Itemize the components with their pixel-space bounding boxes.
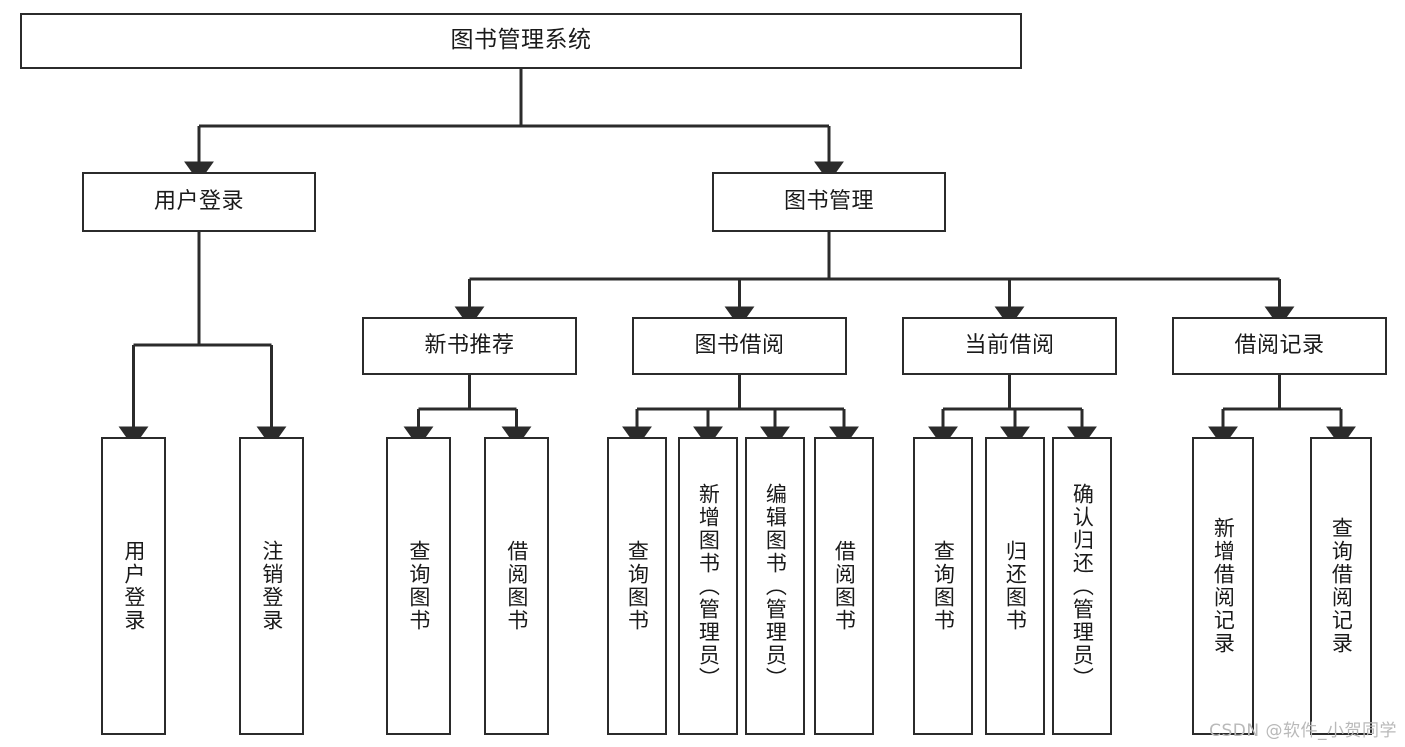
node-book-borrowing[interactable]: 图书借阅 [632, 317, 847, 375]
node-label: 当前借阅 [964, 332, 1055, 358]
node-label: 用户登录 [153, 188, 244, 214]
node-label: 借阅图书 [504, 540, 529, 632]
node-book-management[interactable]: 图书管理 [712, 172, 946, 232]
node-label: 新增图书（管理员） [696, 482, 721, 690]
node-label: 查询图书 [406, 540, 431, 632]
node-new-book-recommendation[interactable]: 新书推荐 [362, 317, 577, 375]
leaf-return-book[interactable]: 归还图书 [985, 437, 1045, 735]
node-label: 图书管理 [783, 188, 874, 214]
node-label: 借阅记录 [1234, 332, 1325, 358]
node-root-book-management-system[interactable]: 图书管理系统 [20, 13, 1022, 69]
node-label: 新增借阅记录 [1211, 517, 1236, 655]
leaf-edit-book-admin[interactable]: 编辑图书（管理员） [745, 437, 805, 735]
node-label: 用户登录 [121, 540, 146, 632]
node-label: 图书管理系统 [450, 27, 592, 54]
leaf-query-book-current[interactable]: 查询图书 [913, 437, 973, 735]
edge-path-group [118, 69, 1356, 448]
node-user-login[interactable]: 用户登录 [82, 172, 316, 232]
node-label: 借阅图书 [832, 540, 857, 632]
csdn-watermark: CSDN @软件_小贺同学 [1209, 721, 1397, 741]
node-label: 新书推荐 [424, 332, 515, 358]
leaf-query-book-recommendation[interactable]: 查询图书 [386, 437, 451, 735]
node-label: 编辑图书（管理员） [763, 482, 788, 690]
leaf-query-borrowing-record[interactable]: 查询借阅记录 [1310, 437, 1372, 735]
leaf-confirm-return-admin[interactable]: 确认归还（管理员） [1052, 437, 1112, 735]
node-label: 归还图书 [1003, 540, 1028, 632]
node-label: 确认归还（管理员） [1070, 482, 1095, 690]
node-label: 查询图书 [931, 540, 956, 632]
node-label: 查询图书 [625, 540, 650, 632]
leaf-add-borrowing-record[interactable]: 新增借阅记录 [1192, 437, 1254, 735]
leaf-user-logout[interactable]: 注销登录 [239, 437, 304, 735]
leaf-borrow-book[interactable]: 借阅图书 [814, 437, 874, 735]
node-current-borrowing[interactable]: 当前借阅 [902, 317, 1117, 375]
leaf-borrow-book-recommendation[interactable]: 借阅图书 [484, 437, 549, 735]
leaf-query-book-borrowing[interactable]: 查询图书 [607, 437, 667, 735]
node-label: 注销登录 [259, 540, 284, 632]
leaf-user-login[interactable]: 用户登录 [101, 437, 166, 735]
node-label: 查询借阅记录 [1329, 517, 1354, 655]
node-label: 图书借阅 [694, 332, 785, 358]
leaf-add-book-admin[interactable]: 新增图书（管理员） [678, 437, 738, 735]
node-borrowing-record[interactable]: 借阅记录 [1172, 317, 1387, 375]
